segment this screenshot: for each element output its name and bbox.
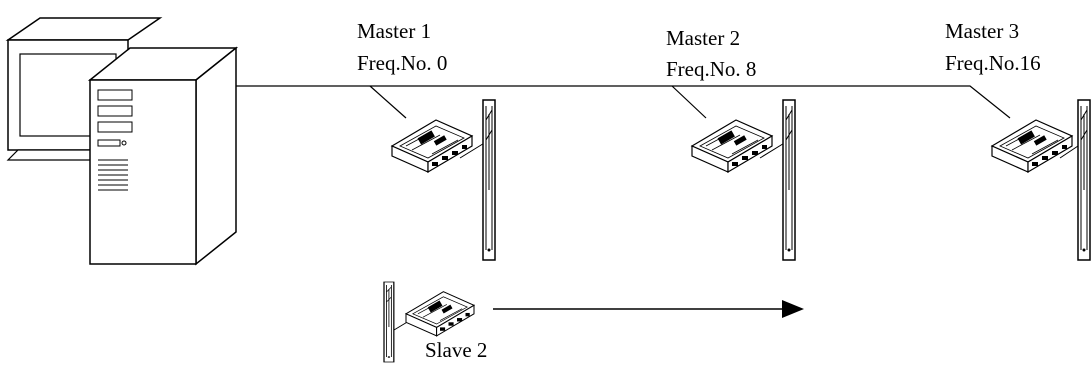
arrow-right-icon (493, 300, 804, 318)
master-1-name: Master 1 (357, 19, 431, 43)
radio-module-icon (991, 119, 1073, 173)
master-2-device (691, 99, 796, 261)
master-2-name: Master 2 (666, 26, 740, 50)
master-1-device (391, 99, 496, 261)
radio-module-icon (391, 119, 473, 173)
master-3-freq: Freq.No.16 (945, 51, 1041, 75)
network-line (236, 85, 1011, 119)
master-1-freq: Freq.No. 0 (357, 51, 447, 75)
slave-2-device (383, 281, 475, 363)
master-2-drop-line (671, 85, 707, 119)
antenna-icon (482, 99, 496, 261)
antenna-icon (383, 281, 395, 363)
desktop-computer-icon (5, 17, 239, 266)
antenna-icon (1077, 99, 1091, 261)
slave-2-label: Slave 2 (425, 338, 487, 362)
antenna-icon (782, 99, 796, 261)
master-3-device (991, 99, 1091, 261)
radio-module-icon (405, 291, 475, 337)
master-1-drop-line (369, 85, 407, 119)
master-3-name: Master 3 (945, 19, 1019, 43)
master-2-freq: Freq.No. 8 (666, 57, 756, 81)
radio-module-icon (691, 119, 773, 173)
